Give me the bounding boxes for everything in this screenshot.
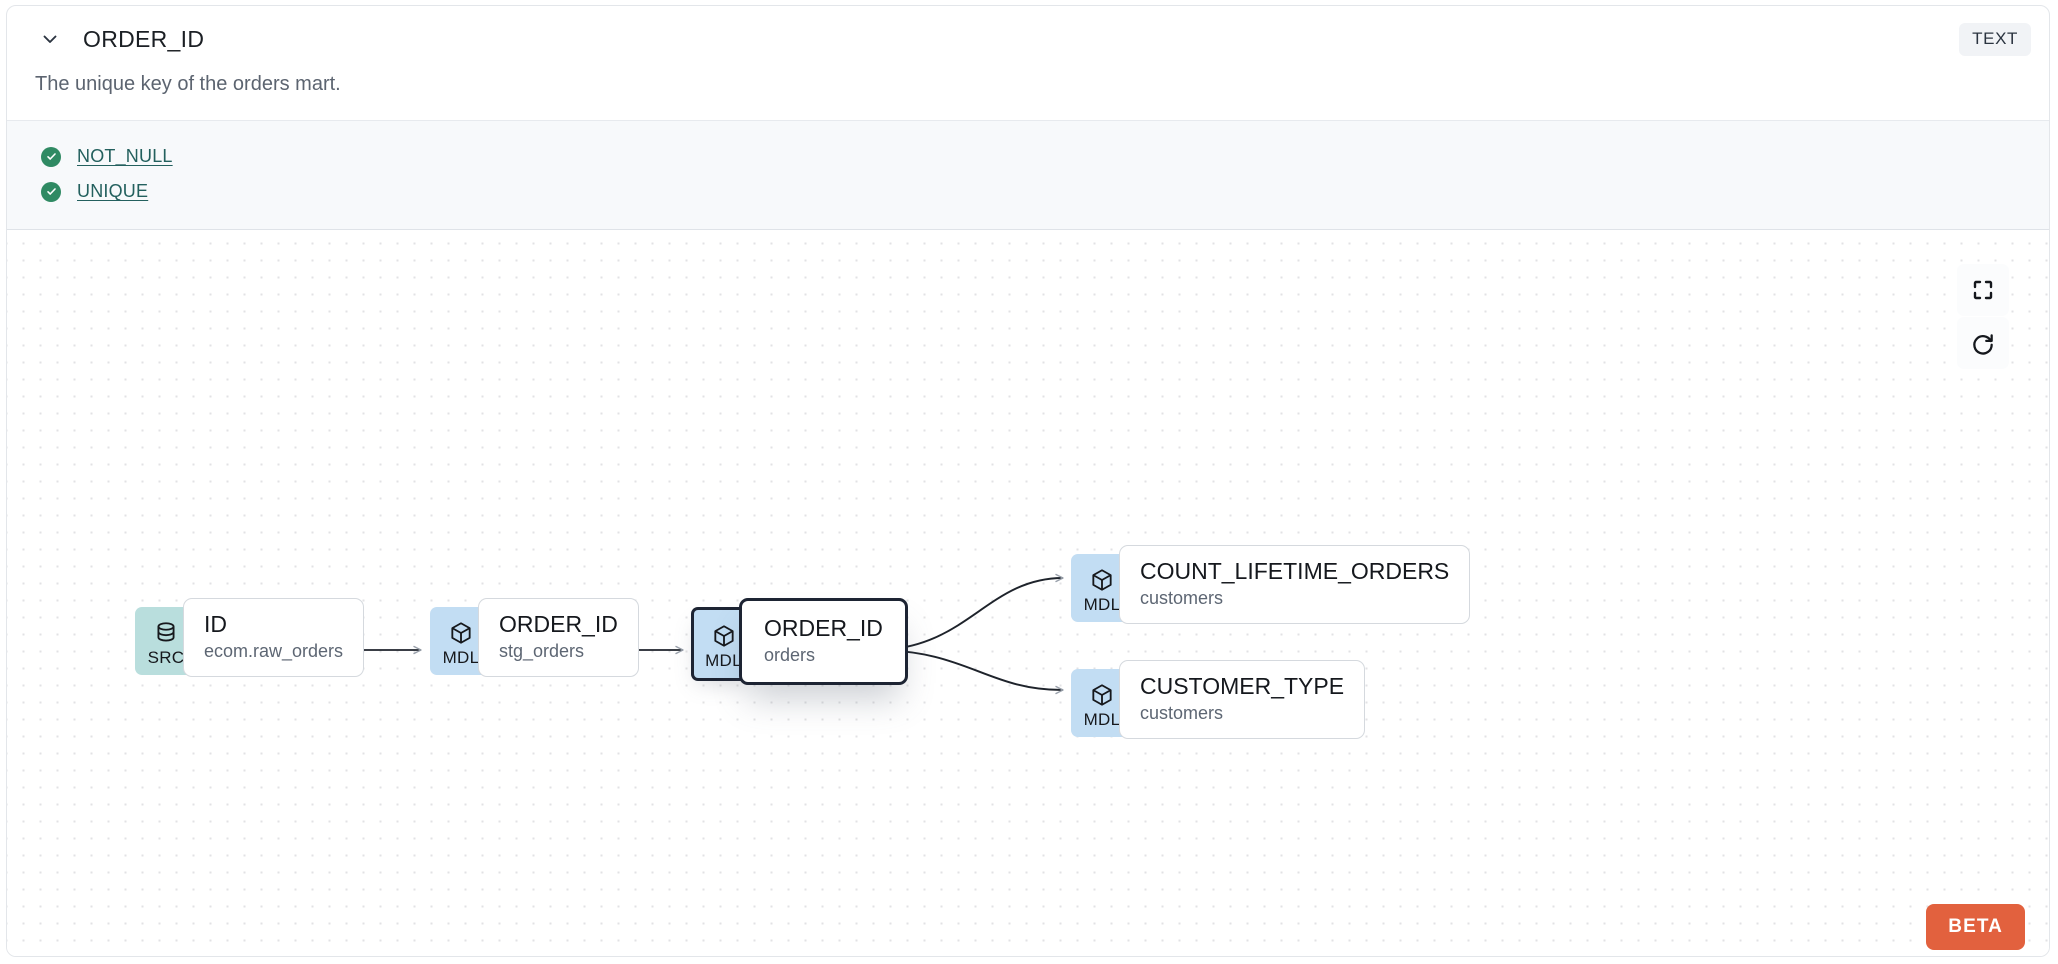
fit-view-button[interactable] — [1957, 264, 2009, 316]
cube-icon — [451, 622, 471, 644]
node-resource-name: customers — [1140, 703, 1224, 724]
lineage-node-orders-order-id[interactable]: MDL ORDER_ID orders — [691, 598, 908, 685]
test-link-unique[interactable]: UNIQUE — [77, 181, 149, 201]
lineage-node-stg-order-id[interactable]: MDL ORDER_ID stg_orders — [430, 598, 639, 677]
lineage-node-src-id[interactable]: SRC ID ecom.raw_orders — [135, 598, 365, 677]
test-row: NOT_NULL — [7, 139, 2049, 174]
cube-icon — [713, 625, 734, 647]
node-column-name: ID — [204, 611, 227, 637]
node-body: CUSTOMER_TYPE customers — [1119, 660, 1366, 739]
reset-view-button[interactable] — [1957, 317, 2009, 369]
page-title: ORDER_ID — [83, 25, 205, 52]
column-detail-card: ORDER_ID TEXT The unique key of the orde… — [6, 5, 2050, 957]
node-column-name: ORDER_ID — [499, 611, 618, 637]
lineage-node-customer-type[interactable]: MDL CUSTOMER_TYPE customers — [1071, 660, 1366, 739]
cube-icon — [1092, 569, 1112, 591]
badge-label: SRC — [147, 648, 185, 667]
node-column-name: CUSTOMER_TYPE — [1140, 673, 1345, 699]
canvas-controls — [1957, 264, 2009, 369]
node-resource-name: customers — [1140, 588, 1224, 609]
beta-badge[interactable]: BETA — [1926, 904, 2025, 950]
card-header: ORDER_ID TEXT — [7, 6, 2049, 72]
check-circle-icon — [41, 146, 61, 167]
badge-label: MDL — [1083, 710, 1121, 729]
test-link-not-null[interactable]: NOT_NULL — [77, 146, 173, 166]
cube-icon — [1092, 684, 1112, 706]
lineage-node-count-lifetime-orders[interactable]: MDL COUNT_LIFETIME_ORDERS customers — [1071, 545, 1471, 624]
node-resource-name: stg_orders — [499, 641, 585, 662]
check-circle-icon — [41, 181, 61, 202]
database-icon — [157, 622, 175, 642]
node-body: ORDER_ID orders — [739, 598, 908, 685]
node-body: ORDER_ID stg_orders — [478, 598, 639, 677]
refresh-icon — [1973, 334, 1993, 355]
node-resource-name: orders — [764, 645, 816, 666]
lineage-canvas[interactable]: SRC ID ecom.raw_orders MDL — [7, 230, 2049, 956]
chevron-down-icon[interactable] — [35, 24, 65, 54]
lineage-edges — [351, 573, 1064, 695]
node-body: ID ecom.raw_orders — [183, 598, 365, 677]
badge-label: MDL — [1083, 595, 1121, 614]
node-column-name: COUNT_LIFETIME_ORDERS — [1140, 558, 1450, 584]
data-type-badge: TEXT — [1959, 23, 2031, 56]
badge-label: MDL — [705, 651, 742, 670]
test-row: UNIQUE — [7, 174, 2049, 209]
node-column-name: ORDER_ID — [764, 615, 883, 641]
fullscreen-icon — [1973, 280, 1993, 300]
badge-label: MDL — [442, 648, 480, 667]
column-description: The unique key of the orders mart. — [35, 73, 341, 95]
node-resource-name: ecom.raw_orders — [204, 641, 344, 662]
tests-section: NOT_NULL UNIQUE — [7, 120, 2049, 230]
node-body: COUNT_LIFETIME_ORDERS customers — [1119, 545, 1471, 624]
